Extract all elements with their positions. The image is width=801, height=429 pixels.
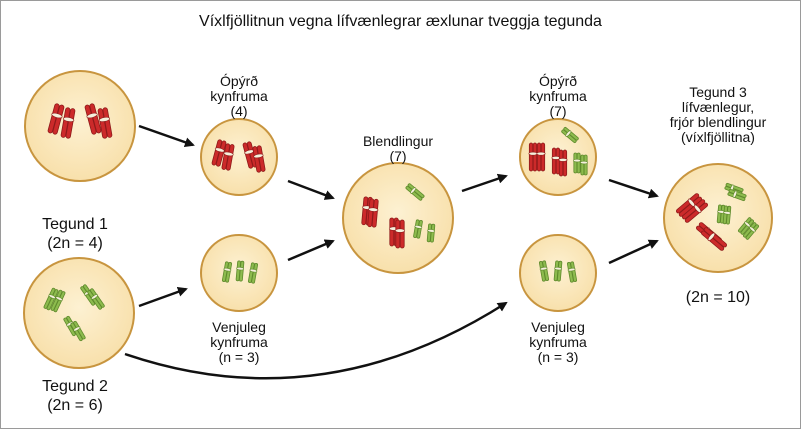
arrow-normal-gamete-to-hybrid (287, 239, 335, 262)
chromosome-green-32 (538, 260, 550, 282)
cell-unreduced-gamete-1 (200, 118, 278, 196)
normal-gamete-1-count: (n = 3) (218, 349, 260, 365)
chromosome-green-42 (722, 205, 732, 225)
chromosome-red-35 (675, 193, 703, 217)
species1-ploidy: (2n = 4) (47, 235, 103, 252)
normal-gamete-2-label: Venjuleg kynfruma (n = 3) (498, 320, 618, 365)
unreduced-gamete-1-line1: Óрýrð (219, 73, 259, 89)
species3-line2: lífvænlegur, (681, 99, 755, 115)
cell-species2 (23, 257, 135, 369)
chromosome-green-16 (235, 260, 245, 282)
chromosome-red-26 (536, 142, 546, 172)
chromosome-red-28 (558, 149, 568, 177)
chromosome-green-34 (566, 261, 578, 283)
chromosome-green-17 (247, 262, 259, 284)
normal-gamete-1-line1: Venjuleg (212, 319, 266, 335)
diagram-title: Víxlfjöllitnun vegna lífvænlegrar æxluna… (199, 13, 602, 30)
unreduced-gamete-2-count: (7) (549, 103, 567, 119)
chromosome-green-15 (221, 261, 233, 283)
hybrid-label: Blendlingur (7) (338, 134, 458, 164)
unreduced-gamete-1-label: Óрýrð kynfruma (4) (179, 74, 299, 119)
unreduced-gamete-1-count: (4) (230, 103, 248, 119)
arrow-species2-to-normal-gamete (138, 287, 188, 308)
chromosome-green-6 (50, 289, 66, 313)
species3-label: Tegund 3 lífvænlegur, frjór blendlingur … (648, 85, 788, 145)
hybrid-name: Blendlingur (362, 133, 434, 149)
species1-name: Tegund 1 (42, 216, 108, 233)
cell-hybrid (342, 162, 454, 274)
chromosome-green-22 (405, 183, 425, 201)
species3-ploidy: (2n = 10) (685, 289, 751, 306)
normal-gamete-2-line1: Venjuleg (531, 319, 585, 335)
chromosome-green-31 (580, 154, 588, 176)
unreduced-gamete-2-line1: Óрýrð (538, 73, 578, 89)
species1-label: Tegund 1 (2n = 4) (15, 215, 135, 253)
chromosome-green-10 (70, 320, 86, 342)
chromosome-red-13 (242, 141, 258, 169)
chromosome-red-12 (221, 143, 235, 171)
chromosome-red-19 (367, 198, 379, 228)
chromosomes (43, 103, 759, 342)
chromosome-green-29 (561, 127, 579, 143)
chromosome-green-40 (727, 188, 747, 202)
chromosome-red-11 (211, 139, 227, 167)
chromosome-red-1 (47, 103, 65, 135)
arrow-unreduced-gamete-to-species3 (608, 178, 659, 199)
normal-gamete-1-line2: kynfruma (210, 334, 268, 350)
cell-species1 (24, 70, 136, 182)
normal-gamete-2-count: (n = 3) (537, 349, 579, 365)
chromosome-green-8 (87, 288, 105, 310)
normal-gamete-1-label: Venjuleg kynfruma (n = 3) (179, 320, 299, 365)
chromosome-green-30 (573, 152, 581, 174)
chromosome-green-33 (553, 260, 563, 282)
chromosome-red-3 (84, 103, 102, 135)
hybrid-count: (7) (389, 148, 407, 164)
arrows (124, 124, 659, 380)
chromosome-red-21 (394, 219, 406, 249)
unreduced-gamete-1-line2: kynfruma (210, 88, 268, 104)
chromosome-green-23 (413, 219, 423, 239)
species3-line1: Tegund 3 (689, 84, 747, 100)
chromosome-red-25 (528, 142, 538, 172)
species2-label: Tegund 2 (2n = 6) (15, 377, 135, 415)
chromosome-green-44 (743, 222, 759, 240)
species2-name: Tegund 2 (42, 378, 108, 395)
arrow-hybrid-to-unreduced-gamete (461, 173, 508, 193)
arrow-unreduced-gamete-to-hybrid (287, 179, 335, 200)
normal-gamete-2-line2: kynfruma (529, 334, 587, 350)
chromosome-green-24 (426, 223, 436, 243)
species3-line3: frjór blendlingur (669, 114, 767, 130)
chromosome-red-4 (97, 107, 113, 139)
chromosome-red-38 (700, 227, 728, 251)
arrow-species2-to-normal-gamete-long (124, 301, 508, 380)
chromosome-red-2 (60, 107, 76, 139)
species3-line4: (víxlfjöllitna) (681, 129, 755, 145)
chromosome-green-5 (43, 287, 59, 311)
unreduced-gamete-2-label: Óрýrð kynfruma (7) (498, 74, 618, 119)
unreduced-gamete-2-line2: kynfruma (529, 88, 587, 104)
chromosome-red-27 (551, 147, 561, 175)
arrow-species1-to-unreduced-gamete (138, 124, 195, 148)
arrow-normal-gamete-to-species3 (608, 239, 659, 265)
chromosome-red-14 (252, 145, 266, 173)
chromosome-red-36 (681, 199, 709, 223)
species2-ploidy: (2n = 6) (47, 397, 103, 414)
